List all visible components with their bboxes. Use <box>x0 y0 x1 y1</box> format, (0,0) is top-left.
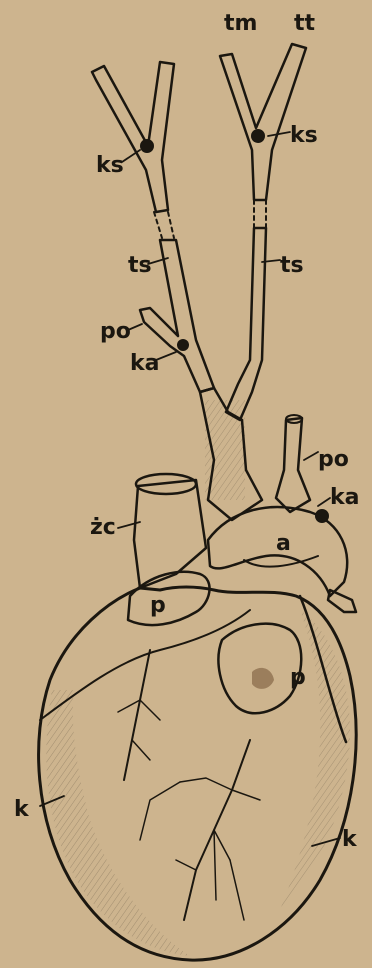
aortic-arch <box>208 507 356 612</box>
heart-body <box>39 572 357 960</box>
label-ka-right: ka <box>330 485 359 510</box>
label-k-right: k <box>342 827 358 852</box>
left-ka-node <box>177 339 189 351</box>
label-po-left: po <box>100 319 131 344</box>
label-p-right: p <box>290 665 306 690</box>
vena-cava <box>134 474 206 588</box>
label-tm: tm <box>224 11 257 36</box>
label-ka-left: ka <box>130 351 159 376</box>
label-ks-right: ks <box>290 123 318 148</box>
label-po-right: po <box>318 447 349 472</box>
label-k-left: k <box>14 797 30 822</box>
label-tt: tt <box>294 11 316 36</box>
left-ks-node <box>140 139 154 153</box>
right-ks-node <box>251 129 265 143</box>
label-a: a <box>276 531 291 556</box>
label-ks-left: ks <box>96 153 124 178</box>
label-p-left: p <box>150 593 166 618</box>
right-vessel-tree <box>220 44 306 420</box>
aortic-trunk <box>200 388 329 523</box>
label-zc: żc <box>90 515 116 540</box>
label-ts-right: ts <box>280 253 304 278</box>
label-ts-left: ts <box>128 253 152 278</box>
